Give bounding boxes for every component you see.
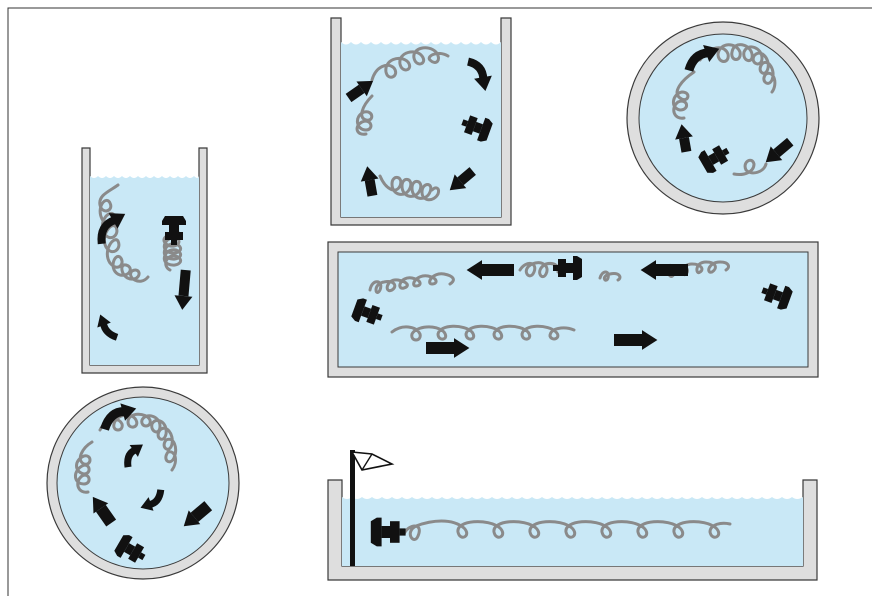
panel-large-circular-tank [46,386,240,580]
water-body [638,33,808,203]
curved-flow-arrow-icon [759,137,794,170]
panel-oxidation-ditch-channel [327,241,819,378]
panel-small-circular-tank [626,21,820,215]
curved-flow-arrow-icon [124,438,148,468]
curved-flow-arrow-icon [684,40,723,72]
flow-trace [378,174,440,202]
straight-flow-arrow-icon [640,260,688,280]
straight-flow-arrow-icon [426,338,470,358]
flow-trace [732,158,768,176]
flow-trace [370,46,450,82]
straight-flow-arrow-icon [466,260,514,280]
curved-flow-arrow-icon [85,491,117,527]
flow-trace [368,261,560,294]
panel-square-tank [330,17,512,226]
flow-trace [402,519,732,541]
straight-flow-arrow-icon [173,269,193,311]
curved-flow-arrow-icon [138,489,165,515]
flow-trace [698,43,777,94]
panel-tall-rectangular-tank [81,147,208,374]
flow-trace [355,94,374,136]
straight-flow-arrow-icon [614,330,658,350]
flow-trace [98,183,150,283]
davit-crane-icon [350,450,395,566]
water-body [342,497,803,566]
flow-trace [672,70,696,120]
curved-flow-arrow-icon [345,73,379,103]
curved-flow-arrow-icon [358,164,379,197]
water-body [341,42,501,217]
curved-flow-arrow-icon [93,312,119,341]
panel-long-basin-with-lifting-davit [327,450,818,581]
curved-flow-arrow-icon [443,167,476,198]
curved-flow-arrow-icon [672,122,693,153]
curved-flow-arrow-icon [97,206,130,245]
curved-flow-arrow-icon [100,399,139,431]
flow-trace [390,324,576,342]
curved-flow-arrow-icon [177,501,213,534]
water-body [56,396,230,570]
flow-trace [74,440,94,494]
curved-flow-arrow-icon [466,57,495,93]
